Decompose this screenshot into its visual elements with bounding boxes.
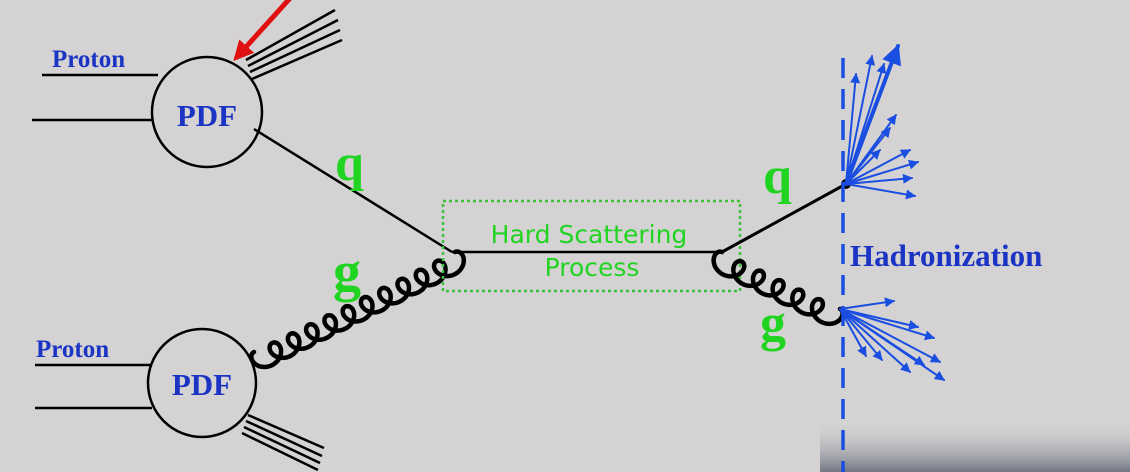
pdf-top-label: PDF [177, 98, 237, 133]
pdf-bottom-circle [146, 327, 258, 439]
red-indicator-arrow [233, 0, 292, 61]
incoming-gluon-label: g [333, 241, 361, 303]
hard-scattering-label: Hard Scattering [491, 220, 688, 249]
pdf-bottom-label: PDF [172, 367, 232, 402]
top-proton-group: PDF Proton [32, 8, 343, 169]
bottom-proton-group: PDF Proton [35, 327, 325, 472]
proton-bottom-label: Proton [36, 336, 109, 363]
outgoing-gluon-label: g [760, 295, 786, 352]
incoming-quark-line [253, 127, 453, 254]
gluon-hadron-jet [839, 297, 945, 381]
outgoing-gluon [711, 249, 845, 327]
outgoing-quark-label: q [763, 148, 792, 205]
bottom-right-shadow [820, 420, 1130, 472]
proton-top-label: Proton [52, 46, 125, 73]
hard-scattering-box [441, 199, 742, 293]
quark-hadron-jet [844, 44, 919, 200]
hadronization-label: Hadronization [850, 238, 1042, 273]
process-label: Process [545, 253, 640, 282]
outgoing-quark-line [721, 182, 847, 254]
incoming-quark-label: q [335, 135, 364, 192]
incoming-gluon [249, 249, 467, 370]
pdf-top-circle [150, 55, 264, 169]
